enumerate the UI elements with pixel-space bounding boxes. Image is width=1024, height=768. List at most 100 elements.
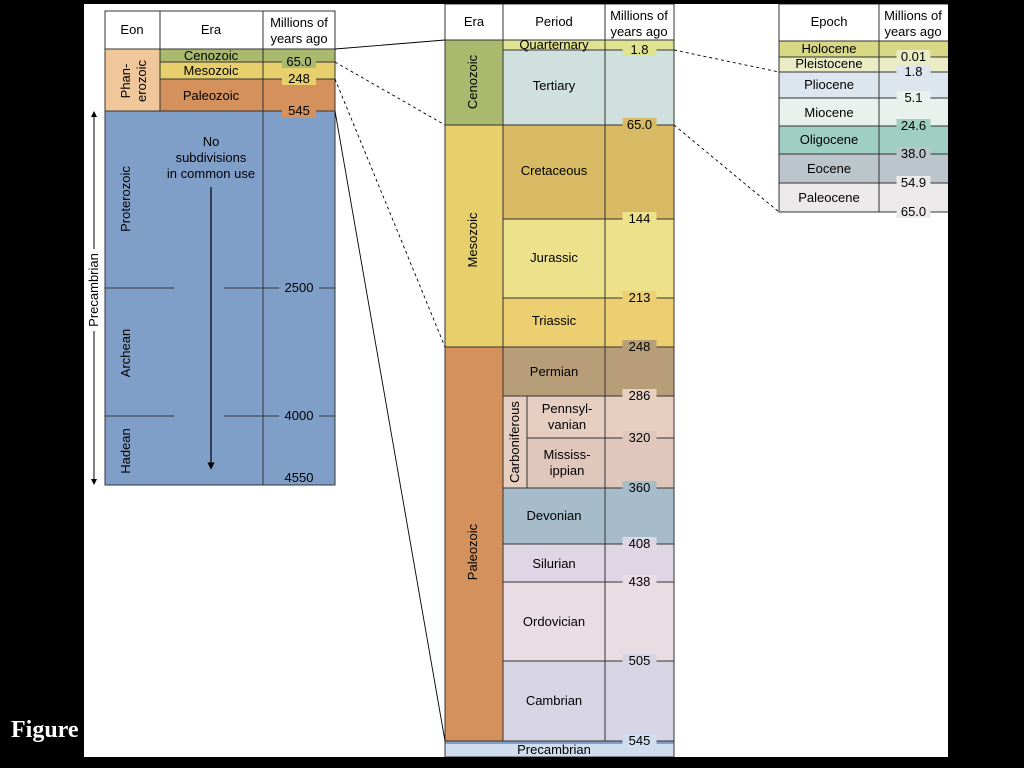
eocene-label: Eocene (807, 161, 851, 176)
silurian-label: Silurian (532, 556, 575, 571)
carboniferous-cell (503, 396, 527, 488)
permian-label: Permian (530, 364, 578, 379)
jurassic-label: Jurassic (530, 250, 578, 265)
precambrian-label: Precambrian (86, 253, 101, 327)
hadean-label: Hadean (118, 428, 133, 474)
period-age-286: 286 (629, 388, 651, 403)
figure-caption: Figure (11, 717, 79, 743)
period-age-505: 505 (629, 653, 651, 668)
age-65: 65.0 (286, 54, 311, 69)
connector-quaternary (673, 49, 780, 73)
quaternary-cell (503, 40, 674, 50)
phanerozoic-eon-cell (105, 49, 160, 111)
pennsylvanian-label: Pennsyl-vanian (542, 401, 593, 432)
period-era-header: Era (464, 14, 485, 29)
connector-lines (334, 39, 780, 742)
period-age-144: 144 (629, 211, 651, 226)
tertiary-label: Tertiary (533, 78, 576, 93)
jurassic-cell (503, 219, 674, 298)
period-age-360: 360 (629, 480, 651, 495)
eon-table-ages: 65.0 248 545 2500 4000 4550 (263, 54, 335, 485)
pleistocene-label: Pleistocene (795, 56, 862, 71)
connector-mesozoic-bottom (334, 78, 446, 348)
ordovician-cell (503, 582, 674, 661)
connector-tertiary-bottom (673, 124, 780, 213)
mesozoic-era-col (445, 125, 503, 347)
connector-cenozoic-bottom (334, 61, 446, 126)
ordovician-label: Ordovician (523, 614, 585, 629)
phanerozoic-label: Phan-erozoic (118, 60, 149, 102)
connector-cenozoic-top (334, 39, 446, 50)
holocene-label: Holocene (802, 41, 857, 56)
paleozoic-era-col (445, 347, 503, 741)
age-4000: 4000 (285, 408, 314, 423)
mississippian-label: Mississ-ippian (544, 447, 591, 478)
paleozoic-era-cell (160, 79, 263, 111)
pliocene-label: Pliocene (804, 77, 854, 92)
paleozoic-label: Paleozoic (183, 88, 240, 103)
period-age-438: 438 (629, 574, 651, 589)
period-header: Period (535, 14, 573, 29)
period-age-545: 545 (629, 733, 651, 748)
carboniferous-label: Carboniferous (507, 401, 522, 483)
period-age-320: 320 (629, 430, 651, 445)
quaternary-label: Quarternary (519, 37, 589, 52)
epoch-age-0.01: 0.01 (901, 49, 926, 64)
epoch-age-5.1: 5.1 (904, 90, 922, 105)
epoch-age-38.0: 38.0 (901, 146, 926, 161)
tertiary-cell (503, 50, 674, 125)
paleozoic-era-label: Paleozoic (465, 523, 480, 580)
mesozoic-era-cell (160, 62, 263, 79)
era-header: Era (201, 22, 222, 37)
precambrian-bar-label: Precambrian (517, 742, 591, 757)
epoch-header: Epoch (811, 14, 848, 29)
miocene-label: Miocene (804, 105, 853, 120)
cenozoic-era-col (445, 40, 503, 125)
period-age-408: 408 (629, 536, 651, 551)
cambrian-label: Cambrian (526, 693, 582, 708)
age-545: 545 (288, 103, 310, 118)
triassic-label: Triassic (532, 313, 577, 328)
mesozoic-era-label: Mesozoic (465, 212, 480, 267)
cenozoic-era-label: Cenozoic (465, 54, 480, 109)
age-248: 248 (288, 71, 310, 86)
cambrian-cell (503, 661, 674, 741)
epoch-table-ages: 0.011.8 5.1 24.6 38.0 54.9 65.0 (879, 49, 948, 219)
connector-paleozoic-bottom (334, 110, 446, 742)
permian-cell (503, 347, 674, 396)
triassic-cell (503, 298, 674, 347)
cretaceous-cell (503, 125, 674, 219)
proterozoic-label: Proterozoic (118, 166, 133, 232)
period-age-248: 248 (629, 339, 651, 354)
epoch-age-1.8: 1.8 (904, 64, 922, 79)
period-age-65.0: 65.0 (627, 117, 652, 132)
oligocene-label: Oligocene (800, 132, 859, 147)
cenozoic-label: Cenozoic (184, 48, 239, 63)
period-age-213: 213 (629, 290, 651, 305)
epoch-age-65.0: 65.0 (901, 204, 926, 219)
precambrian-bar (445, 741, 674, 757)
age-4550: 4550 (285, 470, 314, 485)
devonian-label: Devonian (527, 508, 582, 523)
cretaceous-label: Cretaceous (521, 163, 588, 178)
period-age-1.8: 1.8 (630, 42, 648, 57)
mississippian-cell (527, 438, 674, 488)
cenozoic-era-cell (160, 49, 263, 62)
epoch-age-24.6: 24.6 (901, 118, 926, 133)
eon-header: Eon (120, 22, 143, 37)
eon-header-bg (105, 11, 335, 49)
period-table-ages: 1.8 65.0 144 213 248 286 320 360 408 438 505 545 (605, 42, 674, 748)
age-2500: 2500 (285, 280, 314, 295)
devonian-cell (503, 488, 674, 544)
epoch-age-54.9: 54.9 (901, 175, 926, 190)
mesozoic-age-cell (263, 62, 335, 79)
